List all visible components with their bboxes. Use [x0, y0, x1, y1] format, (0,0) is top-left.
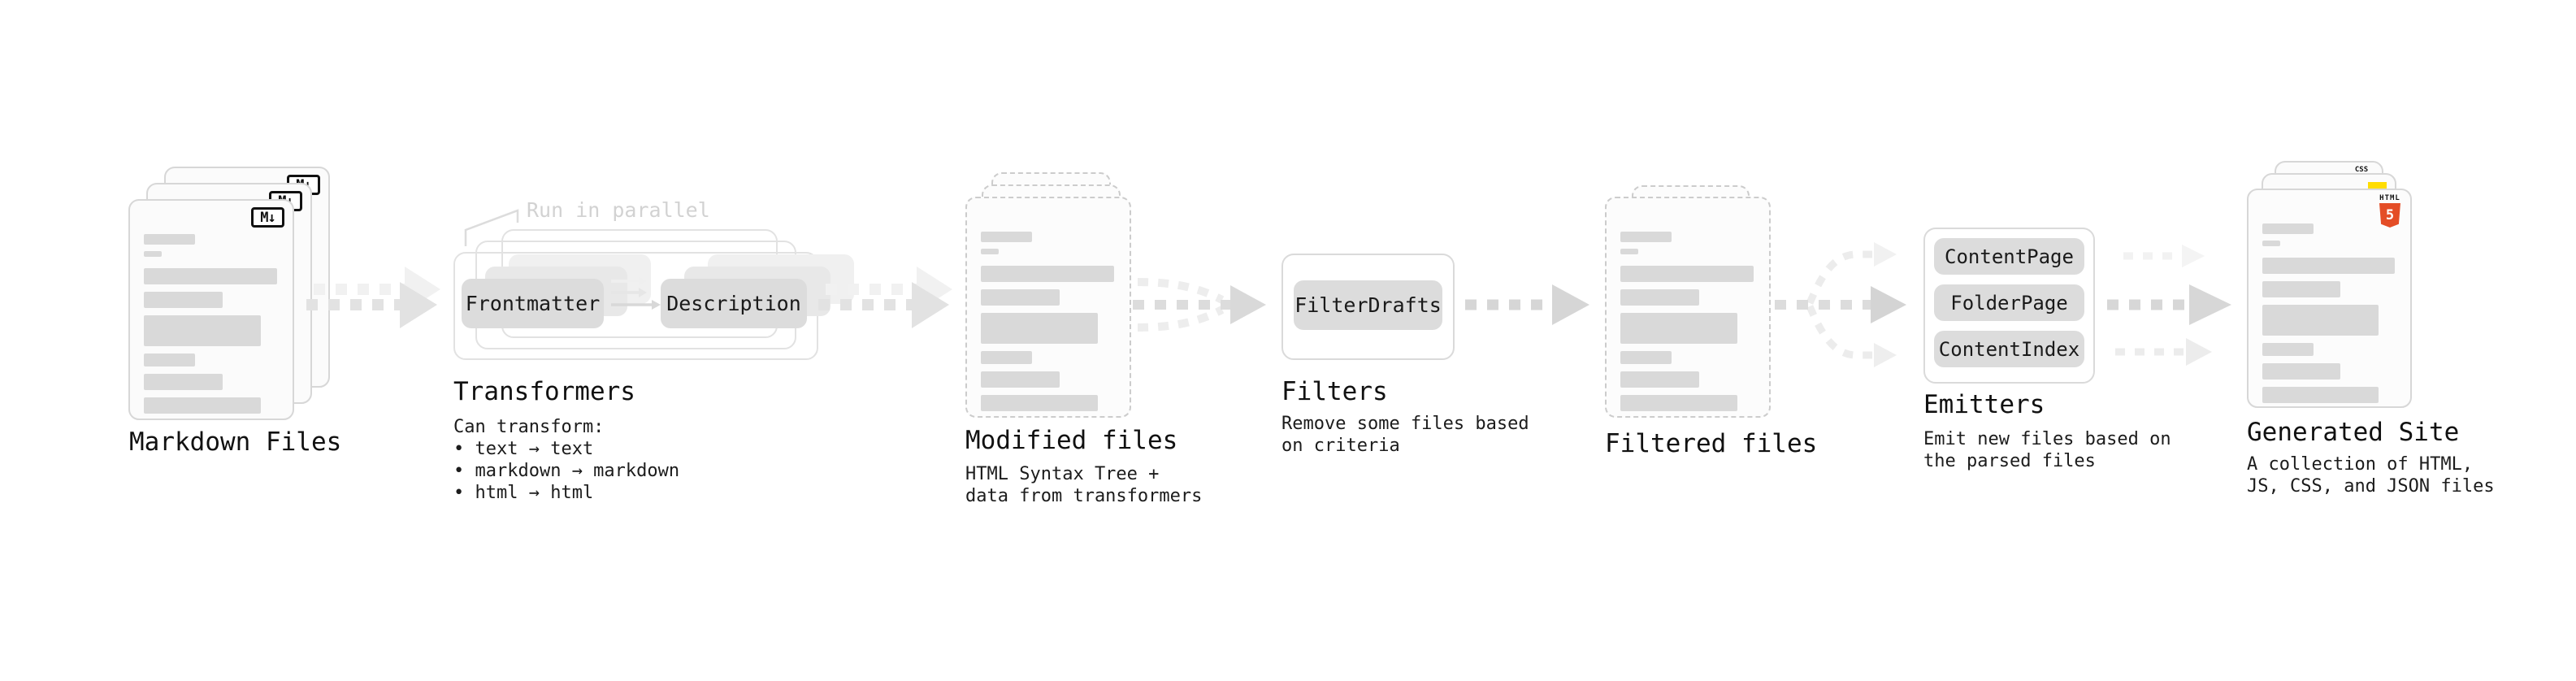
text-line-placeholder	[2262, 343, 2314, 356]
caption-line: • text → text	[453, 439, 594, 459]
emitters-caption: Emit new files based on the parsed files	[1923, 428, 2171, 472]
stage-label-markdown-files: Markdown Files	[129, 427, 342, 457]
text-line-placeholder	[1620, 395, 1737, 411]
arrow-filters-to-filtered	[1465, 284, 1589, 325]
text-line-placeholder	[1620, 351, 1672, 364]
text-line-placeholder	[144, 397, 261, 414]
text-line-placeholder	[2262, 281, 2341, 297]
caption-line: HTML Syntax Tree +	[965, 464, 1160, 484]
html5-icon-shield: 5	[2379, 203, 2400, 228]
caption-line: Remove some files based	[1281, 414, 1529, 434]
text-line-placeholder	[1620, 289, 1699, 306]
caption-line: the parsed files	[1923, 451, 2096, 471]
arrow-modified-to-filters	[1133, 278, 1266, 332]
text-line-placeholder	[2262, 258, 2395, 274]
run-in-parallel-annotation: Run in parallel	[527, 198, 710, 222]
arrow-front	[818, 282, 949, 328]
text-line-placeholder	[1620, 313, 1737, 344]
text-line-placeholder	[2262, 387, 2379, 403]
caption-line: Can transform:	[453, 417, 605, 437]
text-line-placeholder	[1620, 266, 1754, 282]
document-text-placeholder	[967, 198, 1130, 411]
arrow-transformers-to-modified	[818, 267, 952, 328]
text-line-placeholder	[981, 249, 999, 254]
text-line-placeholder	[144, 251, 162, 257]
emitter-node-contentindex: ContentIndex	[1934, 331, 2084, 367]
arrow-filtered-to-emitters	[1775, 242, 1906, 367]
html5-icon-label: HTML	[2379, 194, 2400, 202]
document-text-placeholder	[130, 201, 293, 414]
stage-label-filters: Filters	[1281, 377, 1388, 406]
text-line-placeholder	[981, 232, 1033, 242]
markdown-icon: M↓	[251, 207, 284, 228]
css-icon-label: CSS	[2354, 166, 2369, 174]
text-line-placeholder	[981, 351, 1033, 364]
arrow-front	[306, 282, 437, 328]
caption-line: on criteria	[1281, 436, 1400, 456]
arrow-markdown-to-transformers	[306, 267, 440, 328]
html5-icon-number: 5	[2385, 207, 2395, 223]
text-line-placeholder	[2262, 363, 2341, 380]
markdown-file-card-front: M↓	[128, 199, 294, 420]
modified-files-caption: HTML Syntax Tree + data from transformer…	[965, 463, 1202, 507]
arrow-emitters-to-site	[2107, 245, 2231, 366]
transformers-caption: Can transform: • text → text • markdown …	[453, 416, 679, 504]
caption-line: A collection of HTML,	[2247, 454, 2474, 475]
filter-node-filterdrafts: FilterDrafts	[1294, 280, 1442, 330]
filtered-file-card	[1605, 197, 1771, 418]
caption-line: • html → html	[453, 483, 594, 503]
text-line-placeholder	[144, 234, 196, 245]
stage-label-filtered-files: Filtered files	[1605, 429, 1818, 458]
caption-line: • markdown → markdown	[453, 461, 680, 481]
stage-label-emitters: Emitters	[1923, 390, 2045, 419]
filters-caption: Remove some files based on criteria	[1281, 413, 1529, 457]
text-line-placeholder	[2262, 223, 2314, 234]
text-line-placeholder	[144, 268, 277, 284]
stage-label-generated-site: Generated Site	[2247, 418, 2460, 447]
text-line-placeholder	[981, 266, 1114, 282]
modified-file-card	[965, 197, 1131, 418]
emitter-node-contentpage: ContentPage	[1934, 238, 2084, 275]
text-line-placeholder	[144, 374, 223, 390]
stage-label-modified-files: Modified files	[965, 426, 1178, 455]
text-line-placeholder	[144, 315, 261, 346]
caption-line: JS, CSS, and JSON files	[2247, 476, 2495, 497]
document-text-placeholder	[2249, 190, 2410, 403]
text-line-placeholder	[981, 289, 1060, 306]
text-line-placeholder	[144, 292, 223, 308]
text-line-placeholder	[1620, 371, 1699, 388]
text-line-placeholder	[144, 354, 196, 367]
text-line-placeholder	[1620, 232, 1672, 242]
text-line-placeholder	[981, 313, 1098, 344]
text-line-placeholder	[981, 371, 1060, 388]
generated-site-caption: A collection of HTML, JS, CSS, and JSON …	[2247, 453, 2495, 497]
text-line-placeholder	[2262, 305, 2379, 336]
text-line-placeholder	[2262, 241, 2280, 246]
emitter-node-folderpage: FolderPage	[1934, 284, 2084, 321]
parallel-flow-arrows	[611, 276, 661, 310]
text-line-placeholder	[981, 395, 1098, 411]
stage-label-transformers: Transformers	[453, 377, 635, 406]
document-text-placeholder	[1607, 198, 1769, 411]
transformer-node-frontmatter: Frontmatter	[462, 279, 604, 328]
text-line-placeholder	[1620, 249, 1638, 254]
html5-icon: HTML 5	[2378, 194, 2402, 228]
caption-line: data from transformers	[965, 486, 1203, 506]
run-in-parallel-leader-line	[464, 209, 519, 246]
caption-line: Emit new files based on	[1923, 429, 2171, 449]
generated-file-card-html: HTML 5	[2247, 189, 2412, 408]
transformer-node-description: Description	[661, 279, 807, 328]
